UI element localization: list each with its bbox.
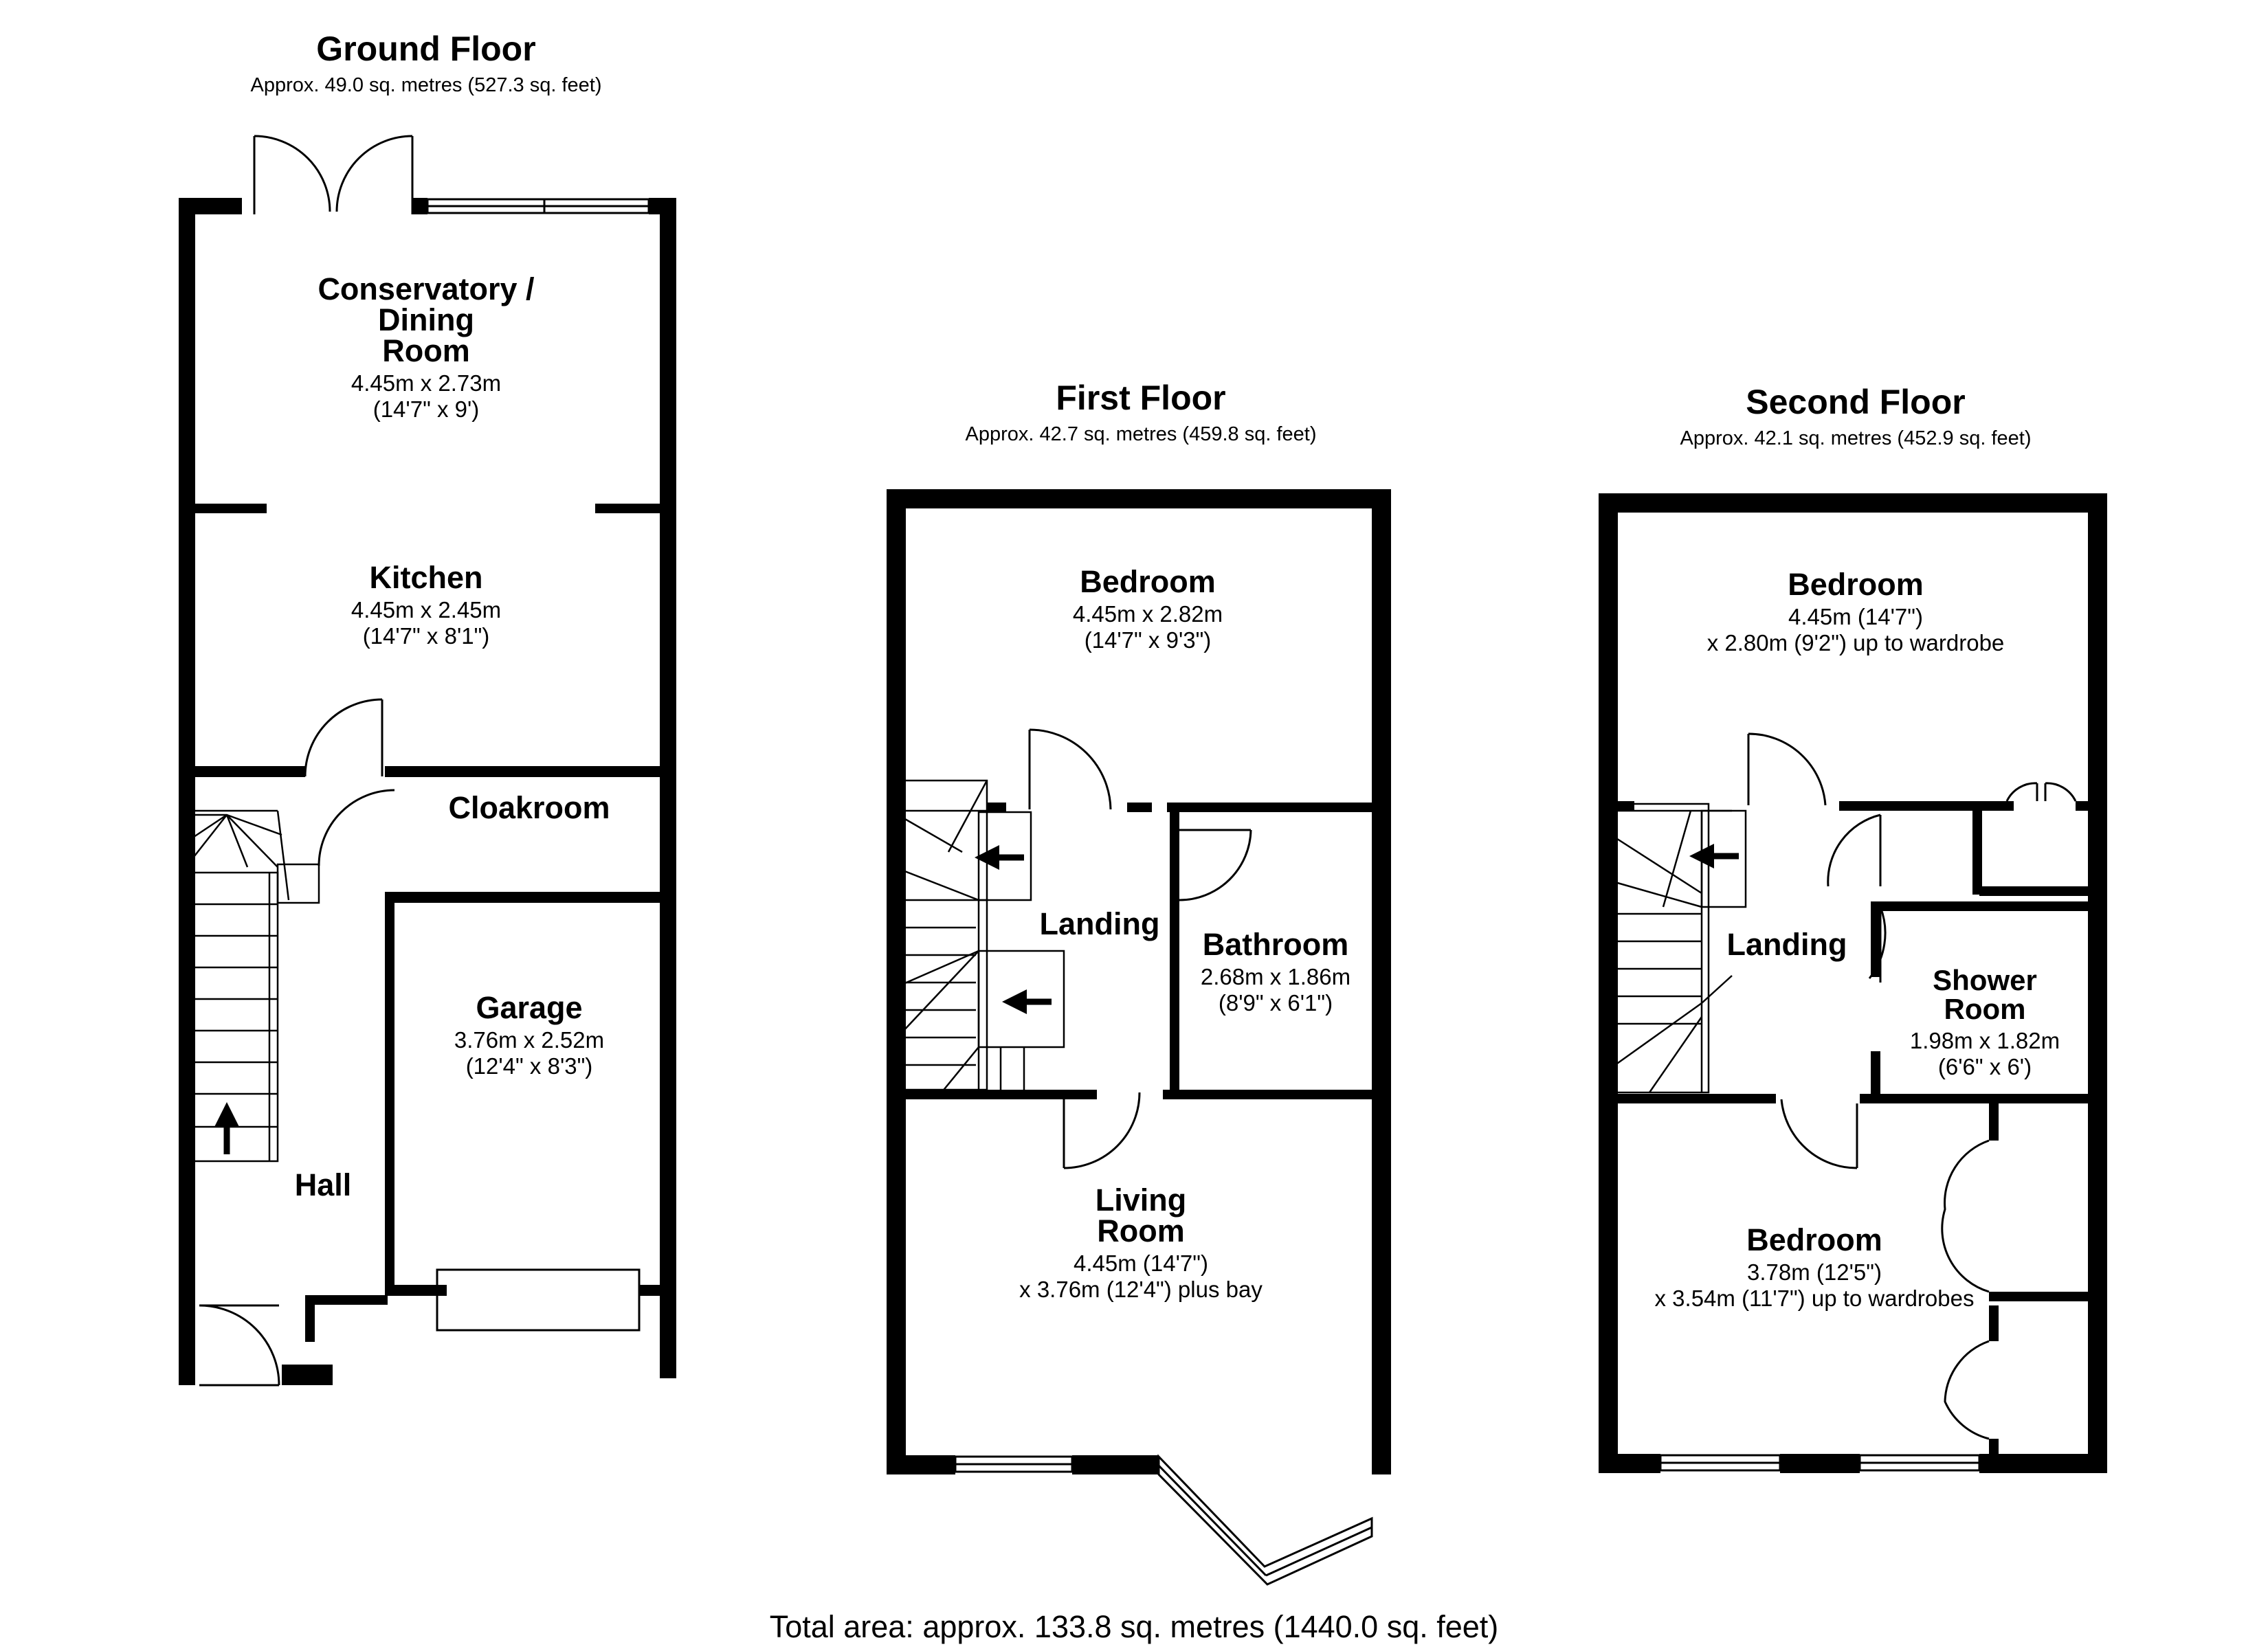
room-name: Bedroom [1746,1222,1882,1257]
room-name: Garage [476,990,583,1025]
room-conservatory-dining: Conservatory / Dining Room 4.45m x 2.73m… [261,273,591,423]
room-dimensions-metric: 3.78m (12'5") [1747,1259,1882,1285]
ground-floor-area: Approx. 49.0 sq. metres (527.3 sq. feet) [250,74,602,96]
room-name: Landing [1039,906,1160,941]
room-dimensions-imperial: (8'9" x 6'1") [1218,989,1333,1016]
ground-floor-title: Ground Floor [316,30,536,68]
room-second-floor-bedroom-top: Bedroom 4.45m (14'7") x 2.80m (9'2") up … [1649,569,2062,656]
ground-floor-windows [426,198,650,214]
second-floor-windows [1652,493,2004,1472]
ground-floor-staircase [180,809,320,1163]
room-garage: Garage 3.76m x 2.52m (12'4" x 8'3") [405,992,653,1079]
room-dimensions-metric: 2.68m x 1.86m [1200,964,1351,989]
room-hall: Hall [261,1169,385,1200]
room-second-floor-bedroom-bottom: Bedroom 3.78m (12'5") x 3.54m (11'7") up… [1608,1224,2021,1312]
room-dimensions-metric: 4.45m x 2.73m [351,370,502,396]
first-floor-staircase [889,779,1065,1093]
room-first-floor-landing: Landing [1024,908,1175,939]
first-floor-plan [887,489,1391,1586]
second-floor-plan [1599,493,2107,1473]
total-area: Total area: approx. 133.8 sq. metres (14… [769,1609,1499,1644]
ground-floor-plan [179,135,676,1387]
second-floor-title: Second Floor [1746,383,1966,421]
room-dimensions-metric: 4.45m (14'7") [1788,604,1923,629]
room-dimensions-imperial: x 3.76m (12'4") plus bay [1019,1276,1263,1302]
room-shower-room: Shower Room 1.98m x 1.82m (6'6" x 6') [1880,966,2089,1080]
room-dimensions-imperial: (14'7" x 9') [373,396,480,422]
room-living-room: Living Room 4.45m (14'7") x 3.76m (12'4"… [962,1185,1320,1303]
room-name: Conservatory / Dining Room [318,271,535,368]
first-floor-area: Approx. 42.7 sq. metres (459.8 sq. feet) [965,423,1317,445]
room-dimensions-metric: 4.45m x 2.45m [351,597,502,622]
room-dimensions-imperial: (6'6" x 6') [1937,1053,2032,1079]
room-kitchen: Kitchen 4.45m x 2.45m (14'7" x 8'1") [289,562,564,649]
ground-floor-walls [179,198,676,1385]
room-name: Bathroom [1202,927,1349,962]
second-floor-area: Approx. 42.1 sq. metres (452.9 sq. feet) [1680,427,2032,449]
room-dimensions-metric: 4.45m (14'7") [1074,1250,1208,1276]
room-name: Living Room [1095,1182,1187,1248]
room-dimensions-imperial: x 2.80m (9'2") up to wardrobe [1706,629,2005,655]
room-name: Kitchen [369,560,483,595]
room-dimensions-metric: 1.98m x 1.82m [1909,1028,2060,1053]
room-second-floor-landing: Landing [1711,929,1863,960]
room-dimensions-metric: 3.76m x 2.52m [454,1027,605,1053]
room-dimensions-imperial: (14'7" x 8'1") [362,622,490,649]
room-name: Bedroom [1080,564,1216,599]
ground-floor-doors [199,135,641,1387]
room-name: Shower Room [1933,964,2037,1025]
first-floor-doors [1028,728,1252,1169]
room-first-floor-bedroom: Bedroom 4.45m x 2.82m (14'7" x 9'3") [1017,566,1278,653]
room-name: Landing [1726,927,1847,962]
room-cloakroom: Cloakroom [412,792,646,823]
second-floor-doors [1747,732,2077,1440]
room-dimensions-metric: 4.45m x 2.82m [1072,601,1223,627]
first-floor-title: First Floor [1056,379,1226,417]
room-name: Hall [294,1167,352,1202]
room-bathroom: Bathroom 2.68m x 1.86m (8'9" x 6'1") [1179,929,1372,1016]
room-dimensions-imperial: x 3.54m (11'7") up to wardrobes [1654,1285,1975,1311]
first-floor-windows [954,489,1373,1586]
second-floor-walls [1599,493,2107,1473]
room-dimensions-imperial: (12'4" x 8'3") [465,1053,593,1079]
room-name: Bedroom [1788,567,1924,602]
room-dimensions-imperial: (14'7" x 9'3") [1084,627,1212,653]
room-name: Cloakroom [448,790,610,825]
